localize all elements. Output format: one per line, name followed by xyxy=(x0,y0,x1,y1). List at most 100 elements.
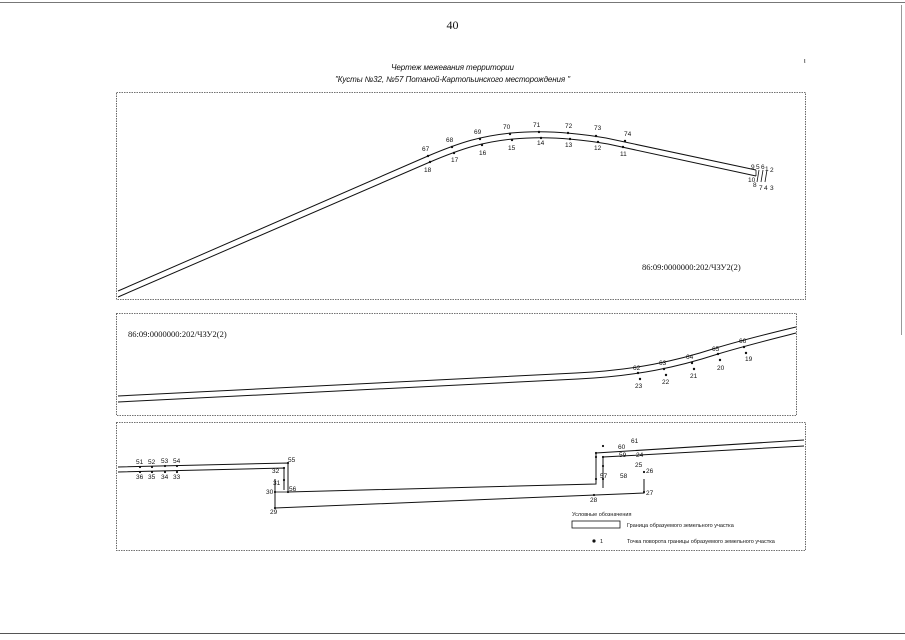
turning-point: 74 xyxy=(623,131,632,143)
turning-point: 51 xyxy=(136,459,144,469)
point-marker xyxy=(480,143,484,147)
point-marker xyxy=(716,352,720,356)
point-label: 71 xyxy=(533,122,541,129)
point-label: 23 xyxy=(635,383,643,390)
point-marker xyxy=(286,490,290,494)
page-bottom-edge xyxy=(0,633,905,634)
point-marker xyxy=(594,477,598,481)
point-label: 67 xyxy=(422,146,430,153)
page-right-edge xyxy=(901,5,902,335)
point-label: 2 xyxy=(770,167,774,174)
point-marker xyxy=(138,465,142,469)
point-marker xyxy=(510,138,514,142)
legend-boundary-symbol xyxy=(571,520,621,529)
turning-point: 23 xyxy=(635,377,643,390)
point-marker xyxy=(638,377,642,381)
turning-point: 24 xyxy=(601,452,644,459)
point-marker xyxy=(282,466,286,470)
point-label: 28 xyxy=(590,497,598,504)
point-label: 18 xyxy=(424,167,432,174)
point-label: 74 xyxy=(624,131,632,138)
point-marker xyxy=(508,132,512,136)
point-label: 9 xyxy=(751,164,755,171)
turning-point: 57 xyxy=(594,473,608,481)
point-label: 63 xyxy=(659,360,667,367)
point-marker xyxy=(452,151,456,155)
drawing-subtitle: "Кусты №32, №57 Потаной-Картопьинского м… xyxy=(335,75,570,84)
turning-point: 54 xyxy=(173,458,181,468)
turning-point: 56 xyxy=(286,486,297,494)
point-marker xyxy=(273,506,277,510)
point-label: 35 xyxy=(148,474,156,481)
point-label: 20 xyxy=(717,365,725,372)
point-label: 17 xyxy=(451,157,459,164)
point-label: 31 xyxy=(273,480,281,487)
point-label: 61 xyxy=(631,438,639,445)
point-label: 52 xyxy=(148,459,156,466)
turning-point: 15 xyxy=(508,138,516,152)
point-label: 22 xyxy=(662,379,670,386)
point-label: 54 xyxy=(173,458,181,465)
turning-point: 16 xyxy=(479,143,487,157)
point-label: 34 xyxy=(161,474,169,481)
point-label: 5 xyxy=(756,164,760,171)
legend-point-symbol xyxy=(592,539,596,543)
turning-point: 73 xyxy=(594,125,602,138)
turning-point: 26 xyxy=(642,468,654,475)
turning-point: 34 xyxy=(161,470,169,481)
parcel-label-1: 86:09:0000000:202/ЧЗУ2(2) xyxy=(642,262,741,272)
point-marker xyxy=(594,455,598,459)
point-marker xyxy=(642,490,646,494)
turning-point: 60 xyxy=(594,444,626,455)
point-label: 30 xyxy=(266,489,274,496)
point-label: 33 xyxy=(173,474,181,481)
legend-point-number: 1 xyxy=(600,539,603,545)
point-label: 3 xyxy=(770,185,774,192)
point-label: 51 xyxy=(136,459,144,466)
point-label: 15 xyxy=(508,145,516,152)
point-label: 29 xyxy=(270,509,278,516)
boundary-line-right-inner xyxy=(602,445,805,488)
turning-point: 27 xyxy=(642,490,654,497)
point-label: 19 xyxy=(745,356,753,363)
point-marker xyxy=(623,139,627,143)
turning-point: 68 xyxy=(446,137,454,149)
turning-point: 35 xyxy=(148,470,156,481)
turning-point: 33 xyxy=(173,470,181,481)
turning-point: 72 xyxy=(565,123,573,135)
legend-title: Условные обозначения xyxy=(572,512,631,518)
legend-point-label: Точка поворота границы образуемого земел… xyxy=(627,539,776,545)
point-marker xyxy=(621,145,625,149)
point-marker xyxy=(175,470,179,474)
turning-point: 17 xyxy=(451,151,459,164)
point-label: 57 xyxy=(600,473,608,480)
point-marker xyxy=(282,478,286,482)
point-label: 6 xyxy=(761,164,765,171)
turning-point: 25 xyxy=(601,462,643,469)
point-label: 72 xyxy=(565,123,573,130)
point-label: 26 xyxy=(646,468,654,475)
turning-point: 61 xyxy=(601,438,639,448)
point-label: 14 xyxy=(537,140,545,147)
point-label: 55 xyxy=(288,457,296,464)
point-label: 13 xyxy=(565,142,573,149)
boundary-line-inner xyxy=(117,332,797,403)
point-label: 12 xyxy=(594,145,602,152)
point-marker xyxy=(273,490,277,494)
boundary-line-outer xyxy=(117,131,757,292)
page-top-edge xyxy=(0,2,905,3)
panel-3-frame xyxy=(116,422,806,551)
point-marker xyxy=(744,351,748,355)
point-marker xyxy=(601,455,605,459)
page-number: 40 xyxy=(446,18,459,32)
point-marker xyxy=(594,451,598,455)
end-cluster xyxy=(755,169,768,183)
drawing-title: Чертеж межевания территории xyxy=(391,63,514,72)
point-marker xyxy=(664,373,668,377)
corner-mark: ι xyxy=(804,58,806,65)
point-marker xyxy=(426,154,430,158)
